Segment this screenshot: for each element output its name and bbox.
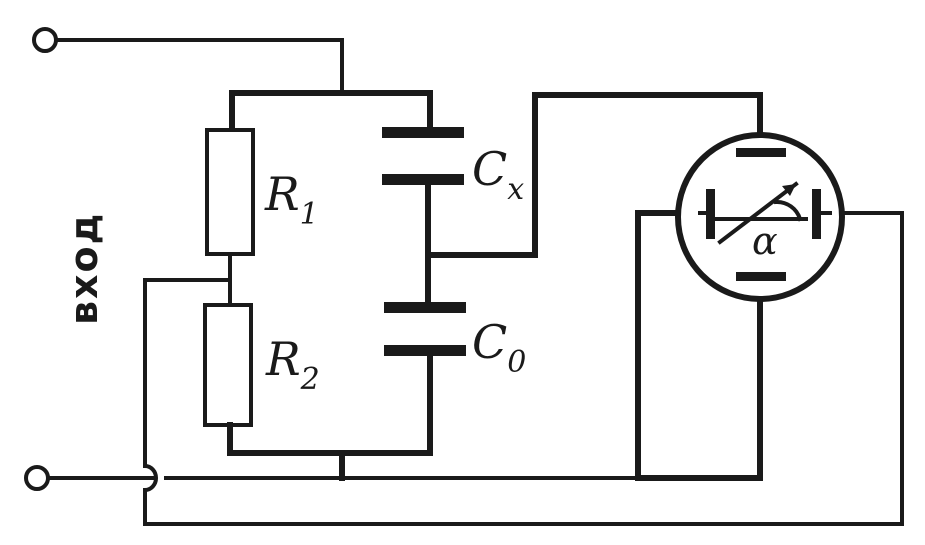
pointer-arrow [717, 181, 799, 245]
indicator-tube [675, 132, 845, 302]
wire-crossover-hop [142, 463, 158, 493]
label-r1: R1 [264, 167, 319, 232]
label-c0: C0 [472, 315, 526, 380]
left-plate-wire [635, 210, 689, 481]
midpoint-tap-wire [425, 92, 763, 258]
capacitor-c0 [339, 302, 466, 456]
input-label: вход [62, 212, 106, 325]
resistor-r1 [205, 128, 255, 256]
top-bus-wire [229, 90, 433, 133]
label-alpha: α [752, 219, 778, 263]
label-cx: Cx [472, 142, 524, 207]
resistor-r2 [203, 303, 253, 427]
label-r2: R2 [265, 332, 320, 397]
input-terminal-top [32, 27, 344, 95]
capacitor-cx [382, 90, 464, 305]
bottom-electrode-wire [637, 279, 763, 481]
r2-bottom-wire [227, 422, 345, 456]
return-loop-wire [143, 211, 904, 526]
divider-tap-wire [143, 278, 232, 468]
